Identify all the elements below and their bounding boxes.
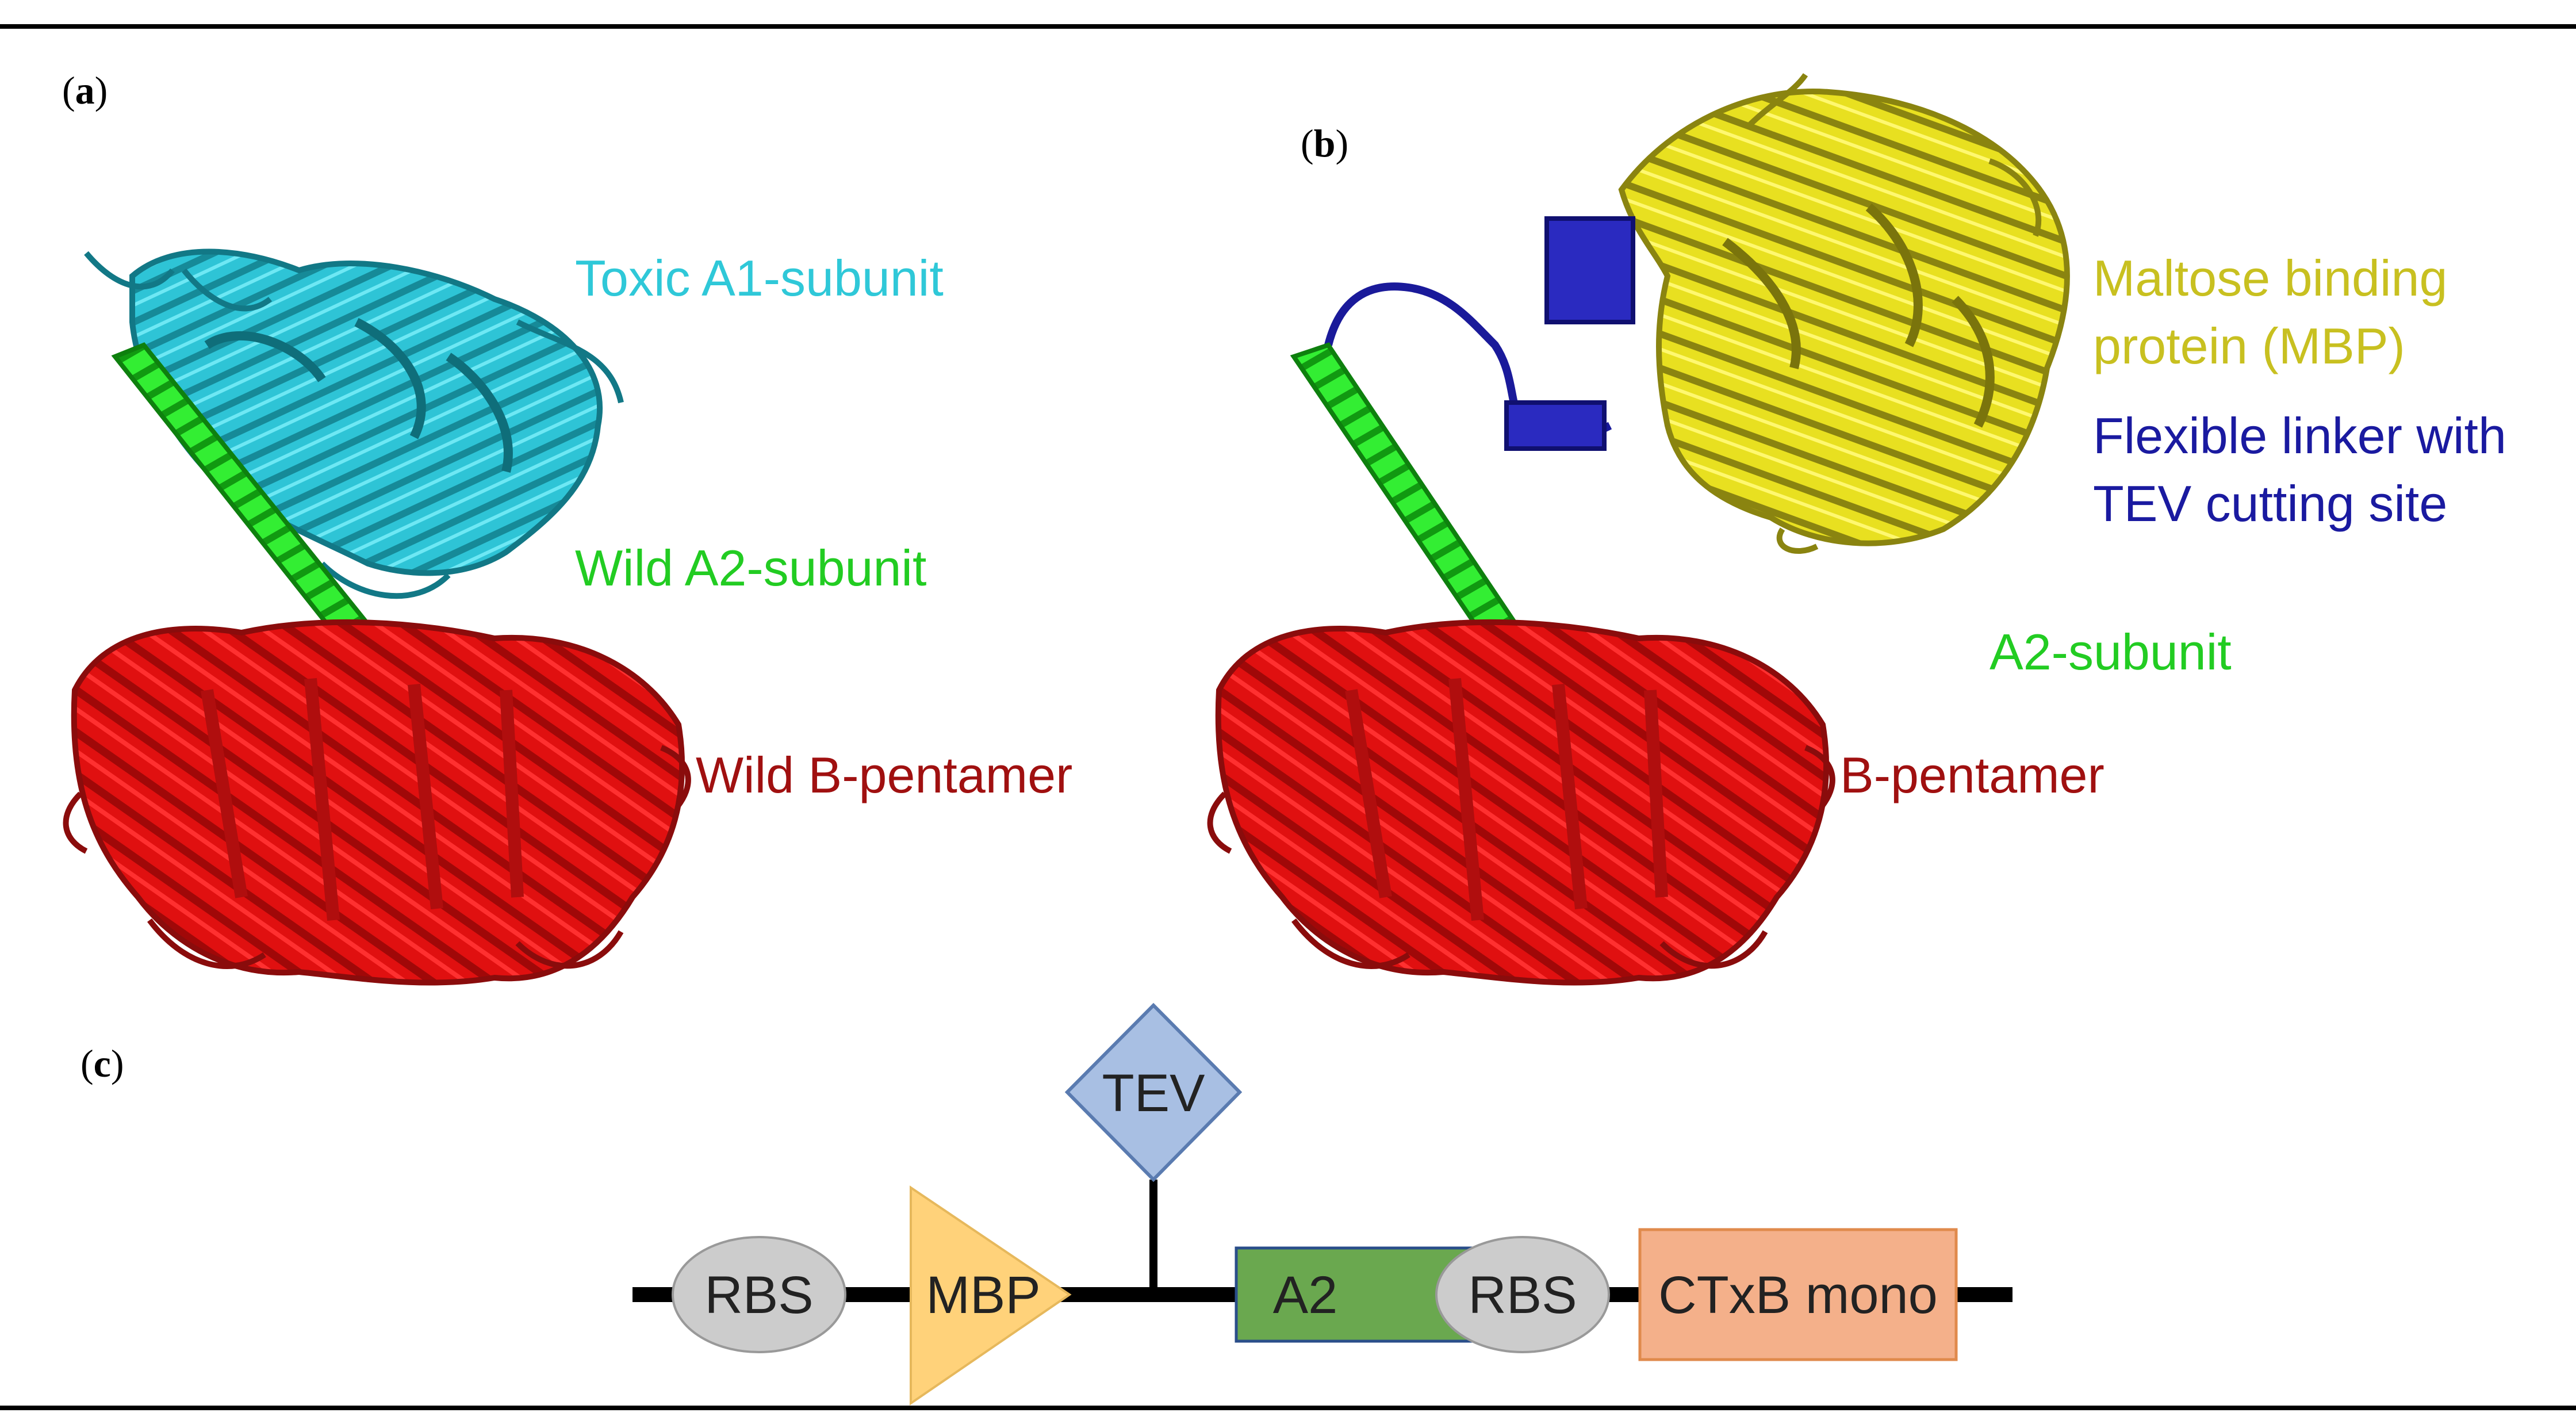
linker-label-line2: TEV cutting site bbox=[2093, 475, 2448, 532]
rbs-1: RBS bbox=[672, 1236, 846, 1353]
mbp-label-line1: Maltose binding bbox=[2093, 250, 2448, 307]
mbp-label-line2: protein (MBP) bbox=[2093, 317, 2405, 374]
mbp-structure bbox=[1618, 73, 2070, 554]
mbp-triangle: MBP bbox=[910, 1185, 1072, 1406]
svg-text:CTxB mono: CTxB mono bbox=[1658, 1266, 1938, 1325]
panel-label-c: (c) bbox=[80, 1042, 124, 1085]
ctxb-mono-box: CTxB mono bbox=[1638, 1228, 1958, 1361]
svg-text:RBS: RBS bbox=[1468, 1266, 1577, 1325]
b-pentamer-structure bbox=[63, 619, 691, 986]
b-pentamer-structure-b bbox=[1207, 619, 1835, 986]
structure-b bbox=[1207, 73, 2070, 986]
svg-text:A2: A2 bbox=[1273, 1266, 1338, 1325]
panel-label-b: (b) bbox=[1301, 121, 1349, 165]
svg-text:TEV: TEV bbox=[1102, 1064, 1205, 1123]
linker-label-line1: Flexible linker with bbox=[2093, 407, 2506, 464]
a2-subunit-label: Wild A2-subunit bbox=[575, 539, 927, 596]
bottom-rule bbox=[0, 1406, 2576, 1410]
a2-subunit-label-b: A2-subunit bbox=[1989, 623, 2232, 680]
structure-a bbox=[63, 248, 691, 986]
tev-diamond: TEV bbox=[1064, 1002, 1243, 1182]
svg-text:MBP: MBP bbox=[926, 1266, 1040, 1325]
svg-text:RBS: RBS bbox=[704, 1266, 813, 1325]
top-rule bbox=[0, 24, 2576, 29]
linker-structure bbox=[1324, 216, 1635, 451]
rbs-2: RBS bbox=[1435, 1236, 1610, 1353]
panel-label-a: (a) bbox=[62, 68, 108, 112]
b-pentamer-label-b: B-pentamer bbox=[1840, 747, 2104, 803]
b-pentamer-label: Wild B-pentamer bbox=[696, 747, 1073, 803]
a1-subunit-label: Toxic A1-subunit bbox=[575, 250, 944, 307]
